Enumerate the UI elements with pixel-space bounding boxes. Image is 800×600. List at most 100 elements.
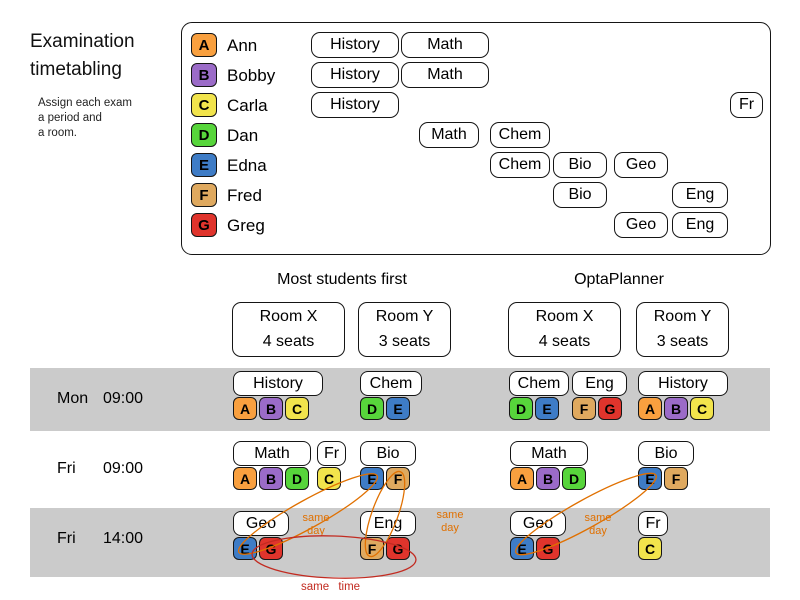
- seat-badge-f: F: [386, 467, 410, 490]
- subtitle-line: a period and: [38, 112, 102, 124]
- period-time: 09:00: [103, 460, 144, 477]
- seat-badge-b: B: [259, 397, 283, 420]
- seat-badge-e: E: [535, 397, 559, 420]
- exam-chip-bio: Bio: [553, 182, 607, 208]
- same-day-annotation-msf-e: same day: [294, 512, 338, 538]
- seat-badge-b: B: [664, 397, 688, 420]
- same-time-annotation: same time: [301, 581, 361, 593]
- seat-badge-a: A: [510, 467, 534, 490]
- exam-box-chem: Chem: [360, 371, 422, 396]
- exam-chip-eng: Eng: [672, 182, 728, 208]
- exam-chip-history: History: [311, 32, 399, 58]
- seat-badge-g: G: [259, 537, 283, 560]
- student-name-fred: Fred: [227, 186, 262, 205]
- seat-badge-a: A: [638, 397, 662, 420]
- room-name: Room X: [259, 308, 318, 325]
- column-title-optaplanner: OptaPlanner: [574, 271, 664, 288]
- student-name-ann: Ann: [227, 36, 258, 55]
- period-label-fri-1400: Fri 14:00: [57, 530, 143, 548]
- student-badge-a: A: [191, 33, 217, 57]
- period-day: Mon: [57, 390, 89, 407]
- annotation-line: same: [584, 512, 612, 524]
- exam-box-history: History: [638, 371, 728, 396]
- annotation-line: same: [436, 509, 464, 521]
- student-badge-b: B: [191, 63, 217, 87]
- same-day-annotation-msf-f: same day: [428, 509, 472, 535]
- seat-badge-e: E: [510, 537, 534, 560]
- room-name: Room Y: [375, 308, 434, 325]
- exam-box-history: History: [233, 371, 323, 396]
- seat-badge-a: A: [233, 397, 257, 420]
- same-day-annotation-opta-e: same day: [576, 512, 620, 538]
- room-header-opta-y: Room Y 3 seats: [636, 302, 729, 357]
- room-name: Room Y: [653, 308, 712, 325]
- annotation-line: day: [441, 522, 459, 534]
- exam-box-geo: Geo: [233, 511, 289, 536]
- page-title-line2: timetabling: [30, 59, 122, 80]
- seat-badge-a: A: [233, 467, 257, 490]
- seat-badge-g: G: [536, 537, 560, 560]
- exam-box-fr: Fr: [638, 511, 668, 536]
- exam-box-fr: Fr: [317, 441, 346, 466]
- student-name-greg: Greg: [227, 216, 265, 235]
- page-title: Examination timetabling: [30, 28, 135, 84]
- exam-chip-eng: Eng: [672, 212, 728, 238]
- subtitle-line: a room.: [38, 127, 77, 139]
- annotation-line: same: [302, 512, 330, 524]
- exam-box-math: Math: [233, 441, 311, 466]
- seat-badge-e: E: [638, 467, 662, 490]
- student-exams-panel: A Ann History Math B Bobby History Math …: [181, 22, 771, 255]
- room-capacity: 3 seats: [656, 333, 709, 350]
- exam-box-chem: Chem: [509, 371, 569, 396]
- seat-badge-e: E: [360, 467, 384, 490]
- seat-badge-f: F: [572, 397, 596, 420]
- exam-chip-geo: Geo: [614, 152, 668, 178]
- seat-badge-f: F: [664, 467, 688, 490]
- seat-badge-d: D: [509, 397, 533, 420]
- exam-chip-math: Math: [419, 122, 479, 148]
- student-badge-f: F: [191, 183, 217, 207]
- exam-chip-chem: Chem: [490, 122, 550, 148]
- room-header-msf-x: Room X 4 seats: [232, 302, 345, 357]
- room-name: Room X: [535, 308, 594, 325]
- exam-box-geo: Geo: [510, 511, 566, 536]
- exam-chip-fr: Fr: [730, 92, 763, 118]
- seat-badge-d: D: [360, 397, 384, 420]
- exam-chip-history: History: [311, 62, 399, 88]
- room-capacity: 3 seats: [378, 333, 431, 350]
- student-name-edna: Edna: [227, 156, 267, 175]
- room-capacity: 4 seats: [538, 333, 591, 350]
- student-badge-c: C: [191, 93, 217, 117]
- seat-badge-d: D: [285, 467, 309, 490]
- student-badge-g: G: [191, 213, 217, 237]
- page-title-line1: Examination: [30, 31, 135, 52]
- period-day: Fri: [57, 530, 76, 547]
- student-name-carla: Carla: [227, 96, 268, 115]
- exam-chip-history: History: [311, 92, 399, 118]
- room-header-msf-y: Room Y 3 seats: [358, 302, 451, 357]
- exam-chip-bio: Bio: [553, 152, 607, 178]
- period-label-fri-0900: Fri 09:00: [57, 460, 143, 478]
- period-day: Fri: [57, 460, 76, 477]
- exam-chip-math: Math: [401, 32, 489, 58]
- seat-badge-d: D: [562, 467, 586, 490]
- exam-chip-geo: Geo: [614, 212, 668, 238]
- exam-chip-math: Math: [401, 62, 489, 88]
- seat-badge-e: E: [233, 537, 257, 560]
- seat-badge-g: G: [598, 397, 622, 420]
- period-time: 14:00: [103, 530, 144, 547]
- seat-badge-g: G: [386, 537, 410, 560]
- exam-chip-chem: Chem: [490, 152, 550, 178]
- seat-badge-b: B: [536, 467, 560, 490]
- seat-badge-c: C: [638, 537, 662, 560]
- annotation-line: day: [307, 525, 325, 537]
- annotation-line: day: [589, 525, 607, 537]
- subtitle-line: Assign each exam: [38, 97, 132, 109]
- seat-badge-c: C: [317, 467, 341, 490]
- exam-box-bio: Bio: [360, 441, 416, 466]
- room-header-opta-x: Room X 4 seats: [508, 302, 621, 357]
- page-subtitle: Assign each exam a period and a room.: [38, 96, 132, 141]
- seat-badge-c: C: [690, 397, 714, 420]
